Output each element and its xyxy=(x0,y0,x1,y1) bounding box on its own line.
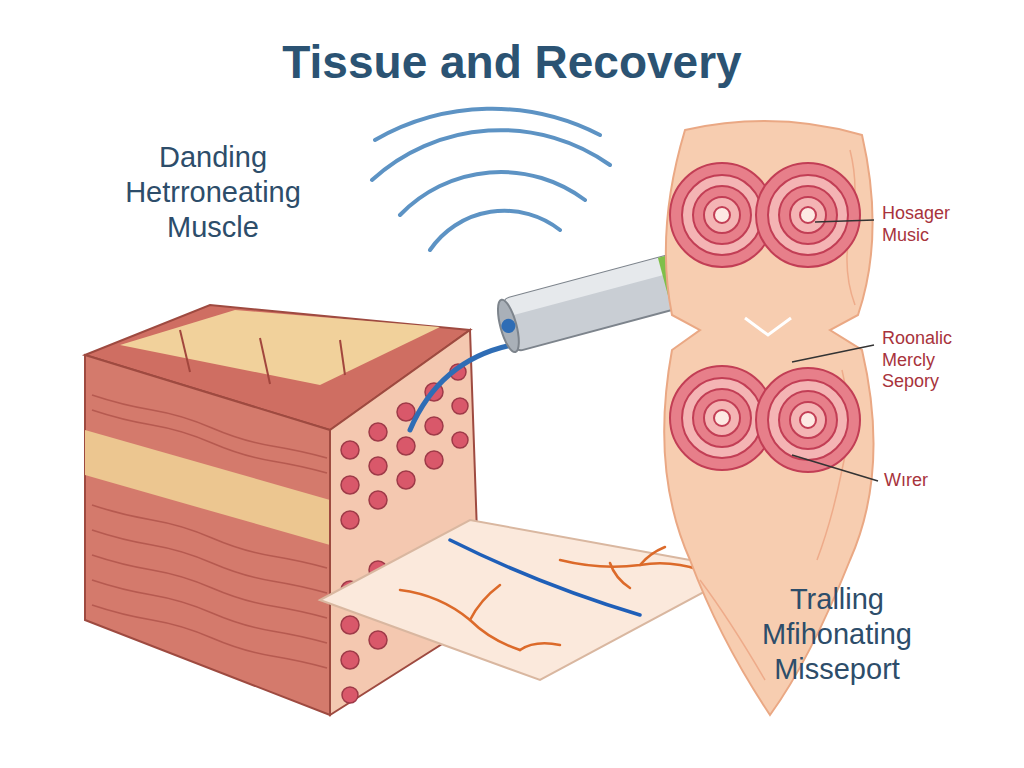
fiber-lines xyxy=(180,330,345,384)
region-label: Danding Hetrroneating Muscle xyxy=(82,140,344,244)
fascia-sheet xyxy=(320,520,745,680)
part-label: Wırer xyxy=(884,470,994,492)
diagram-title: Tissue and Recovery xyxy=(0,35,1024,90)
fat-band xyxy=(120,310,440,385)
part-label: Roonalic Mercly Sepory xyxy=(882,328,992,393)
muscle-striations xyxy=(92,395,327,668)
block-section xyxy=(330,330,480,715)
region-label: Tralling Mfihonating Misseport xyxy=(712,582,962,686)
part-label: Hosager Music xyxy=(882,203,992,246)
block-front xyxy=(85,355,330,715)
blood-vessels xyxy=(400,547,700,650)
wave-arcs xyxy=(372,109,610,250)
fat-layer xyxy=(85,430,330,545)
section-notch xyxy=(745,318,791,335)
leader-lines xyxy=(792,220,878,481)
fascicle-rings xyxy=(670,163,860,472)
nerve-line xyxy=(450,540,640,615)
probe-cable xyxy=(410,345,512,430)
